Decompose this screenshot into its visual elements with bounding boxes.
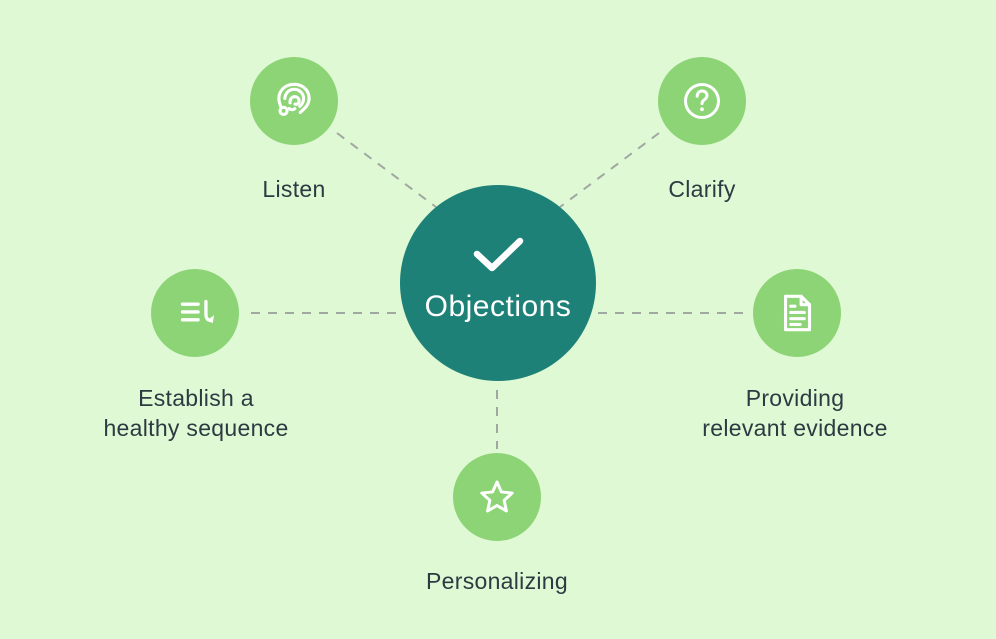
label-evidence: Providing relevant evidence [702,385,888,441]
connector-clarify [559,132,660,208]
node-establish [151,269,239,357]
label-clarify: Clarify [668,176,736,202]
connector-listen [336,132,437,208]
node-evidence [753,269,841,357]
center-node-objections: Objections [400,185,596,381]
question-circle-icon [676,75,728,127]
ear-icon [269,76,319,126]
node-clarify [658,57,746,145]
document-icon [772,288,822,338]
star-icon [471,471,523,523]
center-label: Objections [424,289,572,323]
label-personalizing: Personalizing [426,568,568,594]
check-icon [469,235,527,280]
label-listen: Listen [262,176,326,202]
sorted-list-arrow-icon [170,288,220,338]
node-listen [250,57,338,145]
node-personalizing [453,453,541,541]
label-establish: Establish a healthy sequence [103,385,289,441]
